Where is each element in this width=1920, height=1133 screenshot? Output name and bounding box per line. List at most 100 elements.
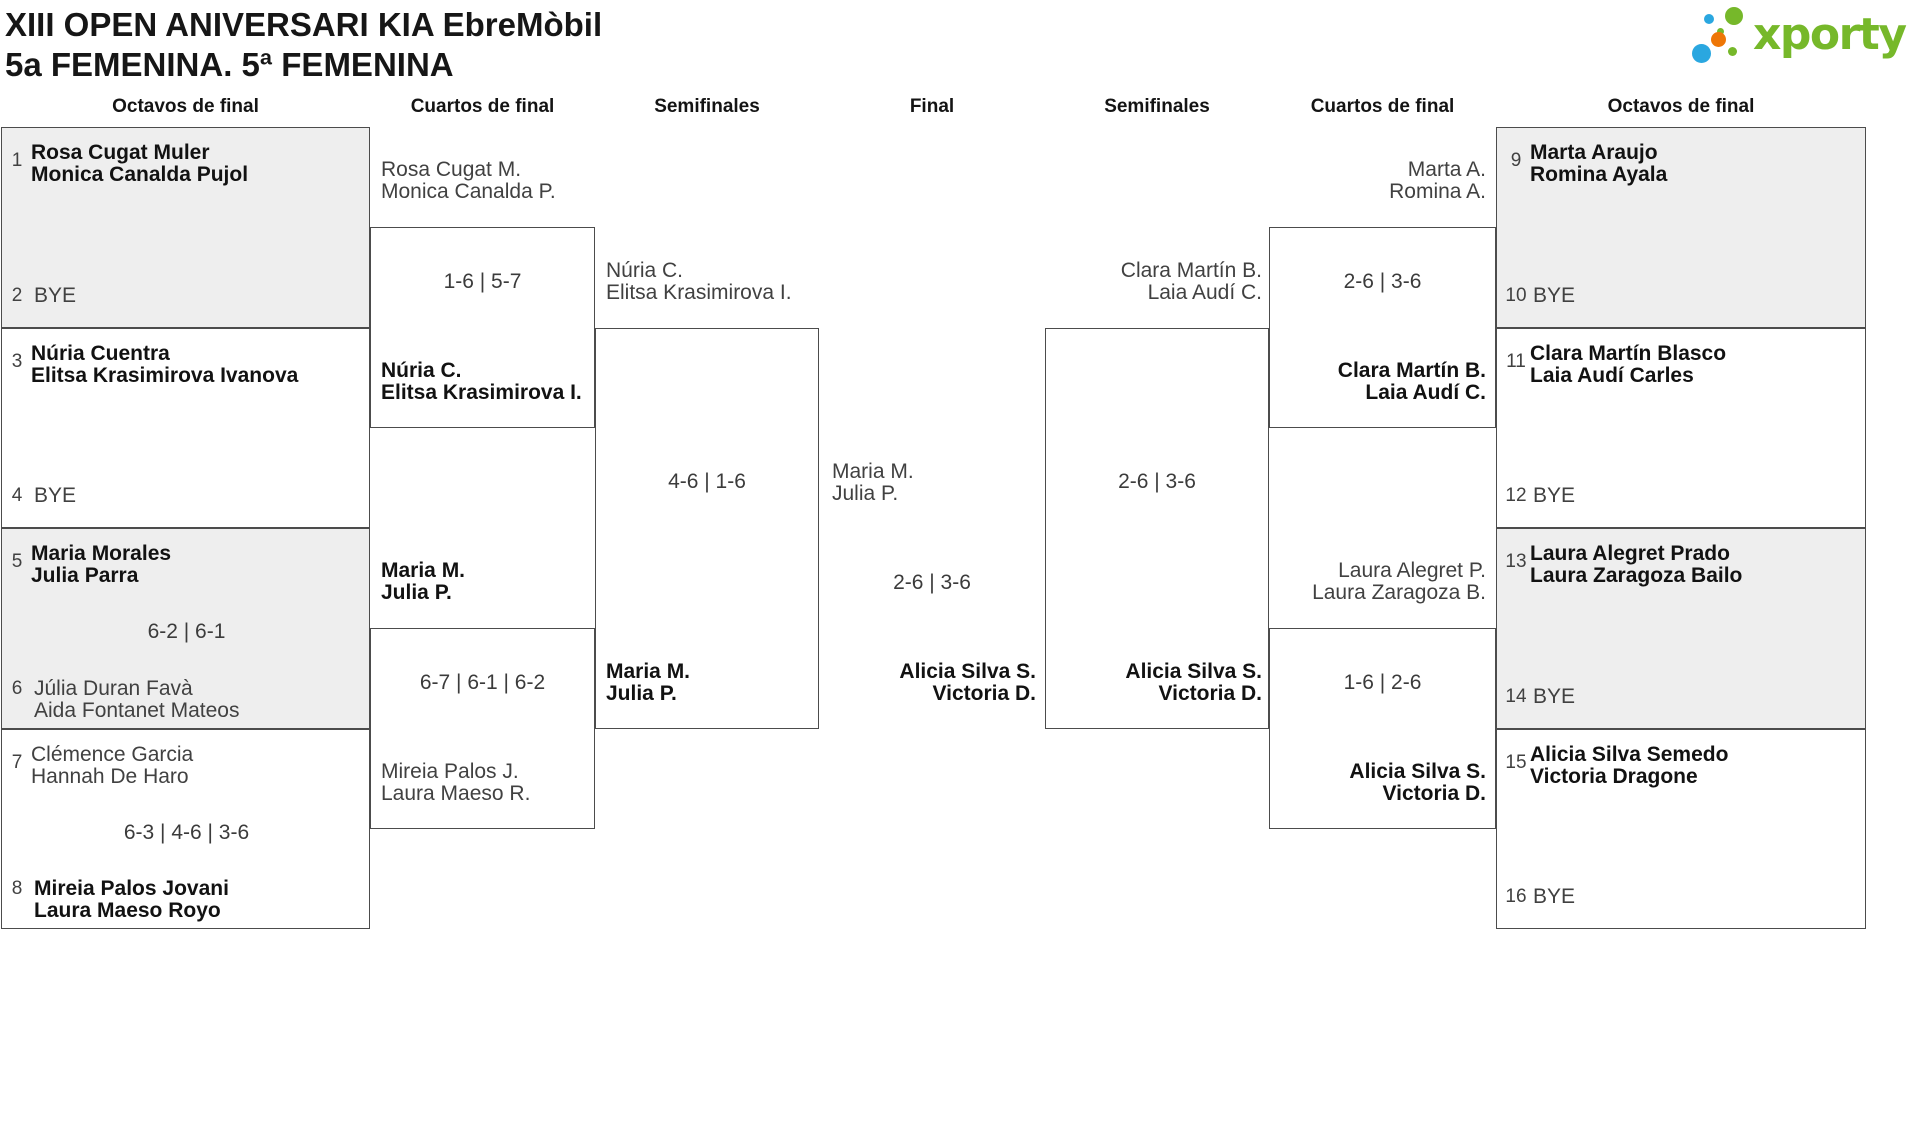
category-subtitle: 5a FEMENINA. 5ª FEMENINA (5, 46, 454, 83)
team-entry-line: Clémence Garcia (31, 742, 194, 766)
team-entry-line: Romina A. (1389, 180, 1486, 204)
round-header-1: Cuartos de final (410, 96, 555, 117)
match-score: 6-3 | 4-6 | 3-6 (123, 820, 250, 844)
team-entry-line: Clara Martín B. (1120, 258, 1262, 282)
team-entry: Alicia Silva S.Victoria D. (1349, 760, 1486, 805)
logo-dot-orange (1711, 32, 1726, 47)
logo-wordmark: xporty (1753, 9, 1907, 60)
logo-dot-green (1728, 47, 1737, 56)
round-header-5: Cuartos de final (1310, 96, 1455, 117)
final-team-entry: Alicia Silva S.Victoria D. (899, 661, 1036, 705)
team-entry: Maria M.Julia P. (606, 659, 691, 705)
logo-dot-blue (1704, 14, 1714, 24)
seed-number: 11 (1506, 350, 1526, 372)
team-entry-line: Alicia Silva S. (1125, 659, 1262, 683)
team-entry: Rosa Cugat M.Monica Canalda P. (381, 159, 556, 203)
seed-number: 2 (11, 284, 23, 306)
team-entry-line: Clara Martín Blasco (1530, 341, 1727, 365)
seed-number: 7 (11, 751, 23, 773)
seed-number: 9 (1510, 150, 1522, 171)
final-team-entry-line: Julia P. (832, 481, 899, 505)
seed-number: 12 (1505, 485, 1527, 506)
team-entry-line: Maria M. (606, 659, 691, 683)
team-entry-line: Laura Maeso Royo (34, 899, 221, 922)
team-entry-line: Júlia Duran Favà (34, 676, 193, 700)
bye-entry: BYE (34, 284, 76, 307)
team-entry-line: Rosa Cugat M. (381, 158, 522, 182)
seed-number: 4 (11, 485, 23, 506)
team-entry-line: Victoria Dragone (1530, 764, 1698, 788)
team-entry-line: Núria Cuentra (31, 341, 170, 365)
team-entry: Clara Martín B.Laia Audí C. (1120, 258, 1262, 304)
match-score: 6-7 | 6-1 | 6-2 (419, 670, 546, 694)
team-entry-line: Laia Audí C. (1365, 380, 1486, 404)
team-entry-line: Hannah De Haro (31, 764, 189, 788)
page-title: XIII OPEN ANIVERSARI KIA EbreMòbil 5a FE… (5, 5, 602, 85)
bye-entry: BYE (1533, 283, 1576, 307)
final-team-entry: Maria M.Julia P. (832, 459, 914, 505)
team-entry-line: Laura Zaragoza Bailo (1530, 564, 1743, 587)
team-entry-line: Victoria D. (1158, 681, 1262, 705)
qf-match-right-0 (1269, 227, 1496, 428)
team-entry-line: Laia Audí Carles (1530, 363, 1694, 387)
team-entry-line: Rosa Cugat Muler (31, 141, 210, 164)
team-entry-line: Elitsa Krasimirova Ivanova (31, 363, 299, 387)
match-score: 6-2 | 6-1 (147, 620, 226, 644)
team-entry-line: Aida Fontanet Mateos (34, 698, 240, 722)
round-header-2: Semifinales (654, 96, 760, 117)
team-entry-line: Maria Morales (31, 542, 172, 565)
team-entry: Núria C.Elitsa Krasimirova I. (606, 259, 792, 304)
final-team-entry-line: Maria M. (832, 459, 914, 483)
match-score: 1-6 | 5-7 (443, 269, 522, 293)
match-score: 2-6 | 3-6 (1343, 269, 1422, 293)
team-entry-line: Romina Ayala (1530, 163, 1668, 186)
tournament-title: XIII OPEN ANIVERSARI KIA EbreMòbil (5, 6, 603, 43)
seed-number: 3 (11, 350, 23, 372)
seed-number: 5 (11, 551, 23, 572)
bye-entry: BYE (1533, 485, 1575, 507)
round-header-6: Octavos de final (1607, 96, 1755, 117)
team-entry-line: Laura Alegret Prado (1530, 542, 1730, 565)
qf-match-right-1 (1269, 628, 1496, 829)
bye-entry: BYE (1533, 685, 1575, 708)
bye-entry: BYE (1533, 886, 1575, 908)
bye-entry-line: BYE (1533, 283, 1576, 307)
team-entry-line: Laura Zaragoza B. (1312, 581, 1486, 605)
seed-number: 1 (11, 150, 23, 171)
seed-number: 6 (11, 677, 23, 699)
qf-match-left-0 (370, 227, 595, 428)
team-entry-line: Mireia Palos Jovani (34, 877, 229, 900)
qf-match-left-1 (370, 628, 595, 829)
final-score: 2-6 | 3-6 (893, 570, 971, 594)
team-entry: Clara Martín B.Laia Audí C. (1338, 359, 1486, 404)
round-header-3: Final (909, 96, 955, 117)
team-entry-line: Monica Canalda P. (381, 180, 556, 204)
sf-match-left (595, 327, 819, 729)
team-entry-line: Julia P. (606, 681, 677, 705)
logo-dot-blue (1692, 44, 1711, 63)
team-entry-line: Marta A. (1407, 158, 1486, 182)
bye-entry: BYE (34, 485, 76, 507)
team-entry-line: Maria M. (381, 559, 466, 583)
team-entry-line: Julia Parra (31, 564, 139, 587)
bye-entry-line: BYE (1533, 885, 1576, 908)
team-entry-line: Victoria D. (1382, 781, 1486, 805)
team-entry-line: Elitsa Krasimirova I. (381, 380, 582, 404)
match-score: 4-6 | 1-6 (668, 470, 746, 493)
team-entry-line: Laia Audí C. (1147, 280, 1262, 304)
team-entry-line: Alicia Silva Semedo (1530, 742, 1729, 766)
